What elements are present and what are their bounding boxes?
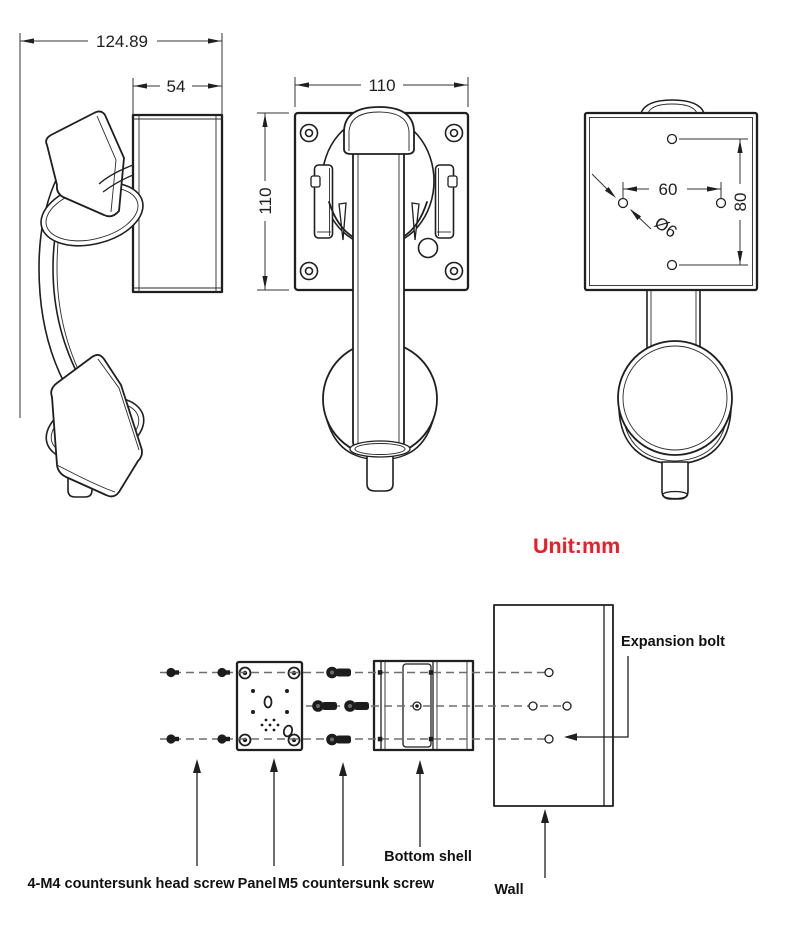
dimension-hole-spacing-v: 80 [679,138,750,266]
cradle-hooks-front [310,164,458,241]
m4-screws [166,667,230,744]
mouthpiece-cup-back [617,340,733,456]
expansion-bolt-leader [564,656,629,741]
label-m5-screw: M5 countersunk screw [278,876,435,892]
m5-screws [312,666,369,746]
panel-part [235,660,304,752]
dimension-hole-spacing-h: 60 [622,180,722,199]
label-arrows [193,758,549,878]
handle-back [646,289,701,354]
dim-plate-height-text: 110 [256,187,275,214]
back-view: 60 80 Ø6 [583,99,759,500]
assembly-view: Expansion bolt 4-M4 countersunk head scr… [27,604,725,898]
dimension-overall-depth: 124.89 [19,32,223,418]
handset-side [38,110,145,498]
shell-fastener-points [377,670,434,742]
dimension-plate-height: 110 [256,112,289,291]
side-plate [131,113,224,294]
front-view: 110 110 [256,76,470,492]
label-m4-screw: 4-M4 countersunk head screw [27,876,235,892]
speaker-holes [260,718,280,732]
arrow-m5-screw [339,762,347,866]
arrow-wall [541,809,549,878]
handset-handle-front [352,142,405,451]
hook-button-front [417,237,439,259]
handset-dome-front [343,106,415,155]
handset-dome-back [640,99,705,114]
handset-stub-front [366,450,394,492]
dimension-body-depth: 54 [132,77,222,115]
back-plate [583,111,759,292]
label-bottom-shell: Bottom shell [384,849,472,865]
handset-stub-back [661,461,689,500]
dim-hole-spacing-h-text: 60 [659,180,678,199]
unit-note: Unit:mm [533,534,620,558]
front-plate-screw-holes [299,123,464,281]
arrow-m4-screw [193,759,201,866]
dim-hole-spacing-v-text: 80 [731,193,750,212]
cradle-hook-side [98,164,134,185]
label-panel: Panel [238,876,277,892]
mouthpiece-side [50,354,143,498]
dim-overall-depth-text: 124.89 [96,32,148,51]
back-plate-holes [617,133,727,271]
arrow-bottom-shell [416,760,424,847]
arrow-panel [270,758,278,866]
label-wall: Wall [494,882,523,898]
dimension-plate-width: 110 [294,76,469,107]
label-expansion-bolt: Expansion bolt [621,634,725,650]
dim-body-depth-text: 54 [167,77,186,96]
side-view: 124.89 54 [19,32,224,498]
wall-anchor-holes [528,667,572,744]
dim-plate-width-text: 110 [368,76,395,95]
